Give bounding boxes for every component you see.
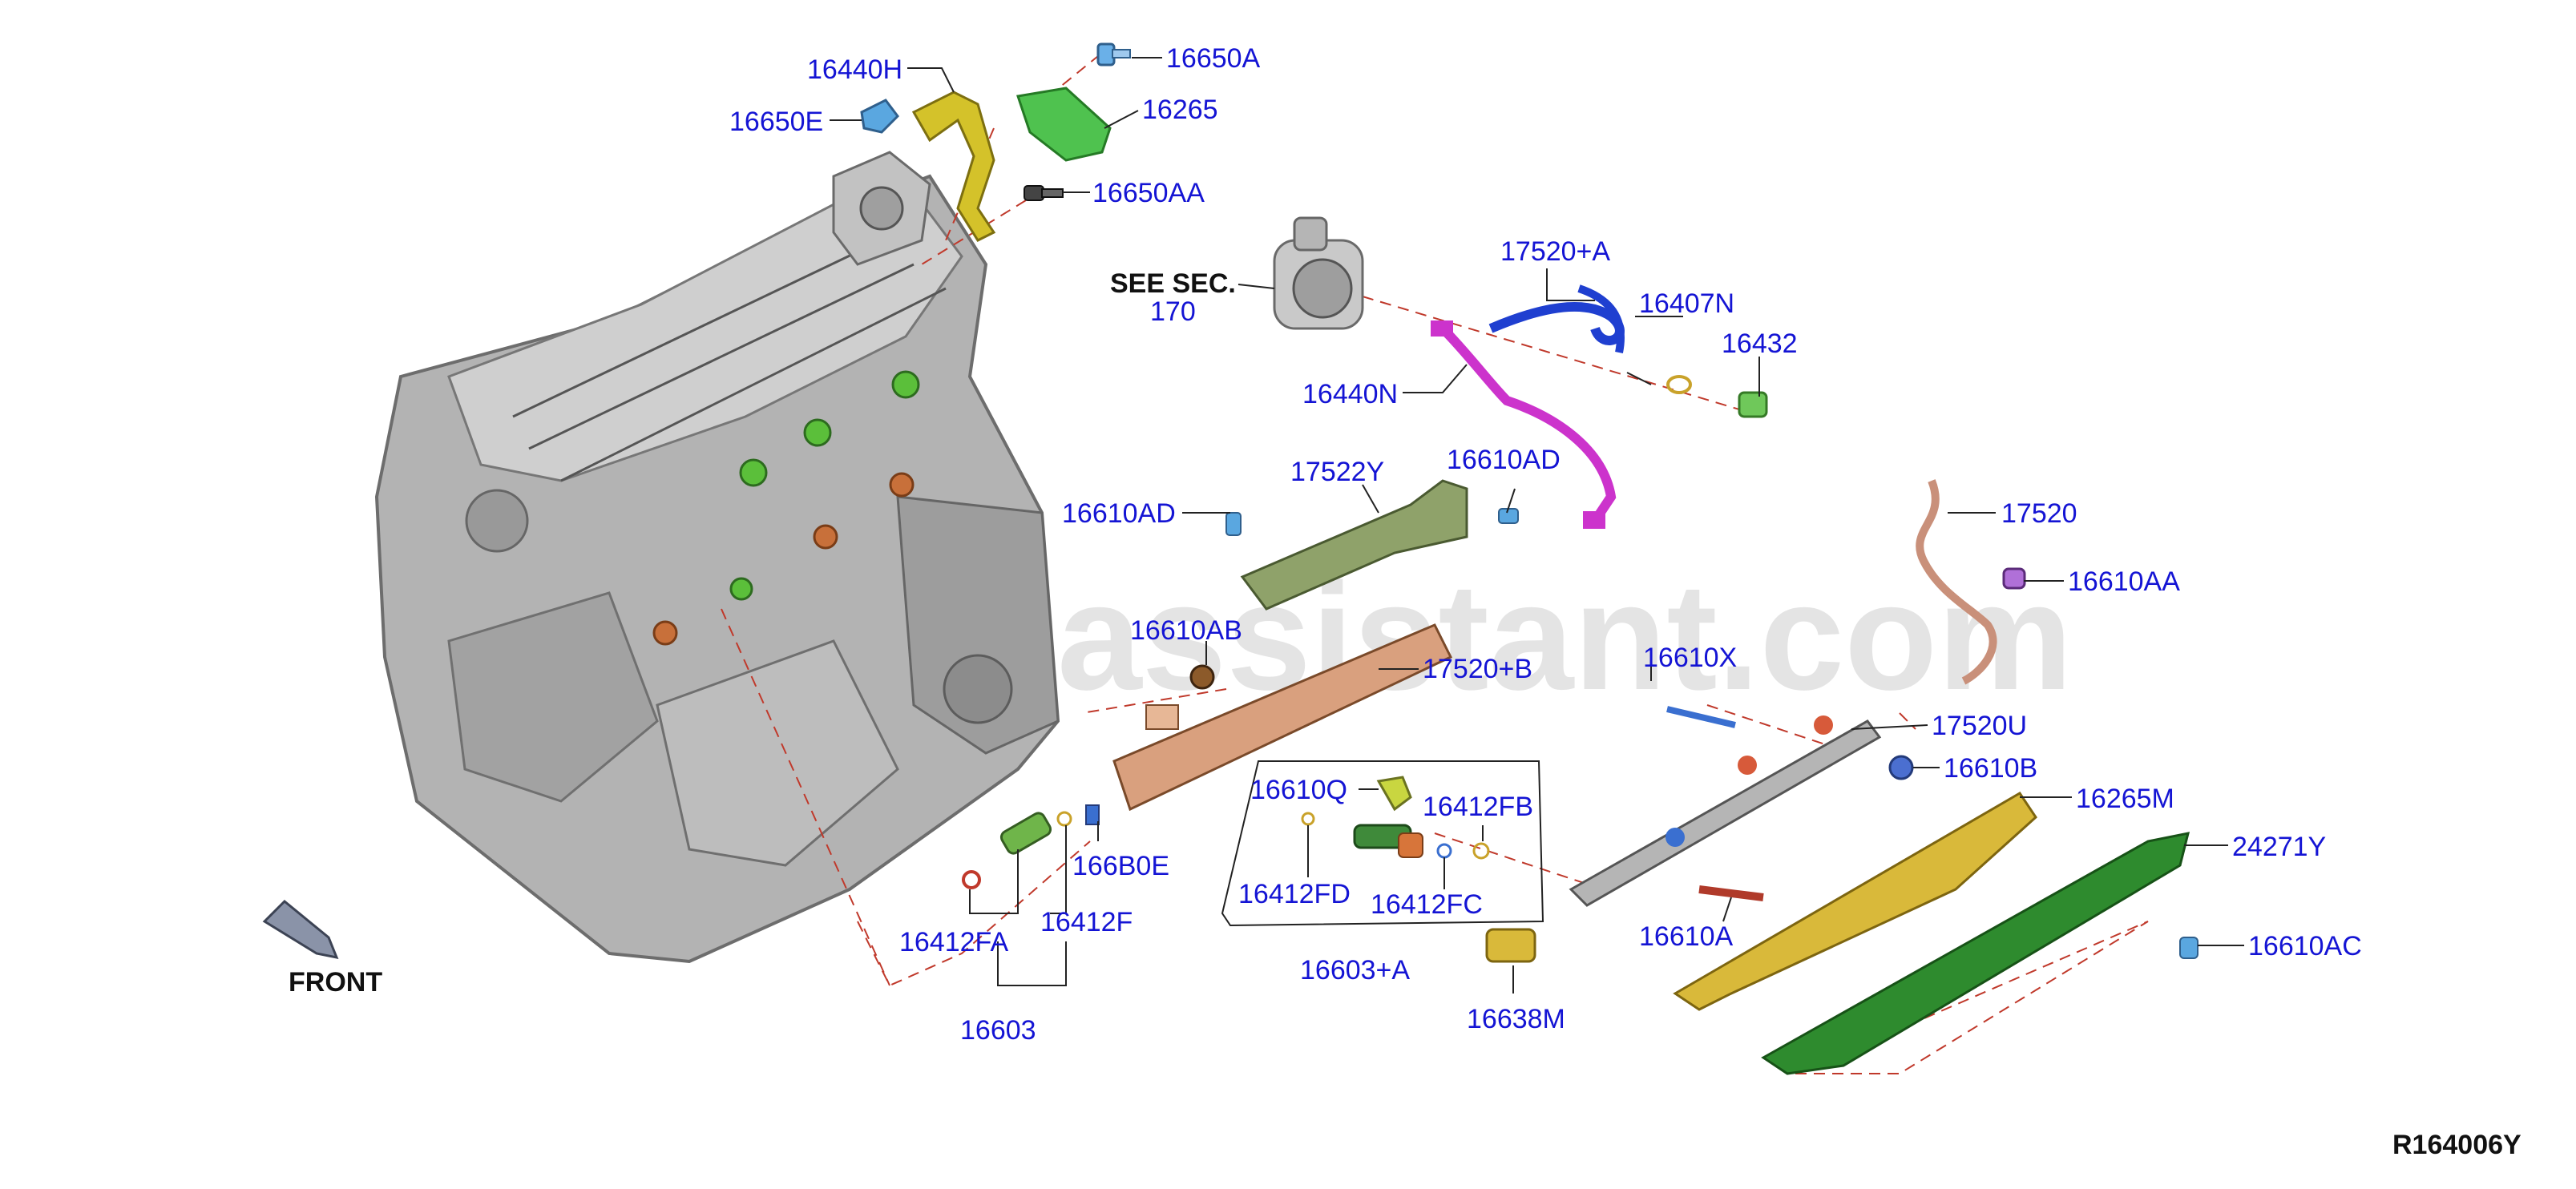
sensor-16638m [1485, 928, 1536, 963]
bolt-16610ac [2179, 937, 2198, 959]
label-16432: 16432 [1722, 328, 1798, 359]
label-16650aa: 16650AA [1092, 178, 1205, 208]
label-16610b: 16610B [1944, 753, 2037, 784]
bolt-16610a [1698, 885, 1764, 901]
bolt-16610aa [2002, 567, 2026, 590]
pipe-17520 [1916, 479, 1997, 685]
label-16412fa: 16412FA [899, 927, 1008, 957]
bolt-16610ad-left [1225, 512, 1242, 536]
label-16407n: 16407N [1639, 288, 1734, 319]
label-16412fd: 16412FD [1238, 879, 1351, 909]
hose-17520a [1488, 284, 1625, 353]
gasket-24271y [1761, 832, 2190, 1075]
washer-16610ab [1189, 664, 1215, 690]
label-16412f: 16412F [1040, 907, 1133, 937]
label-16265m: 16265M [2076, 784, 2174, 814]
see-section-number: 170 [1150, 296, 1196, 327]
bolt-16650aa [1024, 185, 1064, 201]
front-label: FRONT [289, 967, 382, 998]
label-16610q: 16610Q [1250, 775, 1347, 805]
bolt-16610x [1666, 706, 1736, 728]
injector-ports [652, 370, 920, 646]
label-leaders [830, 57, 2244, 994]
label-16603: 16603 [960, 1015, 1036, 1046]
label-16610x: 16610X [1643, 643, 1737, 673]
bolt-16610ad-right [1498, 508, 1519, 524]
label-16440n: 16440N [1302, 379, 1398, 409]
label-16412fb: 16412FB [1423, 792, 1533, 822]
label-166b0e: 166B0E [1072, 851, 1169, 881]
label-16412fc: 16412FC [1371, 889, 1483, 920]
label-16610aa: 16610AA [2068, 566, 2180, 597]
bolt-16610b [1888, 755, 1914, 780]
kit-inset-frame [1221, 760, 1544, 927]
label-17520b: 17520+B [1423, 654, 1532, 684]
label-16638m: 16638M [1467, 1004, 1565, 1034]
injector-kit-16603a [1301, 776, 1490, 860]
label-16610ad-left: 16610AD [1062, 498, 1176, 529]
high-pressure-pump [1273, 216, 1364, 330]
fuel-rail-17520b [1112, 623, 1453, 812]
bolt-16650a [1096, 42, 1131, 67]
label-16440h: 16440H [807, 54, 902, 85]
label-16603a: 16603+A [1300, 955, 1410, 985]
part-labels: 16440H 16650A 16650E 16265 16650AA SEE S… [289, 43, 2521, 1160]
label-17520u: 17520U [1932, 711, 2027, 741]
label-16650a: 16650A [1166, 43, 1261, 74]
label-17520: 17520 [2001, 498, 2077, 529]
label-24271y: 24271Y [2232, 832, 2326, 862]
assembly-leaders [721, 55, 2149, 1074]
reference-code: R164006Y [2392, 1130, 2521, 1160]
cover-16265 [1016, 87, 1112, 162]
label-16610ad-right: 16610AD [1447, 445, 1561, 475]
connector-16432 [1738, 391, 1768, 418]
see-section-label: SEE SEC. [1110, 268, 1236, 299]
label-16610ab: 16610AB [1130, 615, 1242, 646]
tube-16440n [1431, 320, 1617, 529]
label-16650e: 16650E [729, 107, 823, 137]
front-arrow-icon [262, 899, 339, 960]
clip-16650e [860, 99, 899, 134]
watermark: tsassistant.com [922, 552, 2073, 722]
label-16610a: 16610A [1639, 921, 1734, 952]
label-17522y: 17522Y [1290, 457, 1384, 487]
insulator-16265m [1673, 791, 2037, 1011]
clamp-16407n [1666, 375, 1692, 394]
engine-block [374, 151, 1060, 964]
bracket-16440h [911, 91, 996, 242]
label-16265: 16265 [1142, 95, 1218, 125]
bracket-17522y [1240, 479, 1468, 611]
label-16610ac: 16610AC [2248, 931, 2362, 961]
label-17520a: 17520+A [1500, 236, 1610, 267]
clip-166b0e [1085, 804, 1100, 825]
fuel-rail-17520u [1569, 715, 1882, 907]
injector-16603 [962, 811, 1072, 889]
